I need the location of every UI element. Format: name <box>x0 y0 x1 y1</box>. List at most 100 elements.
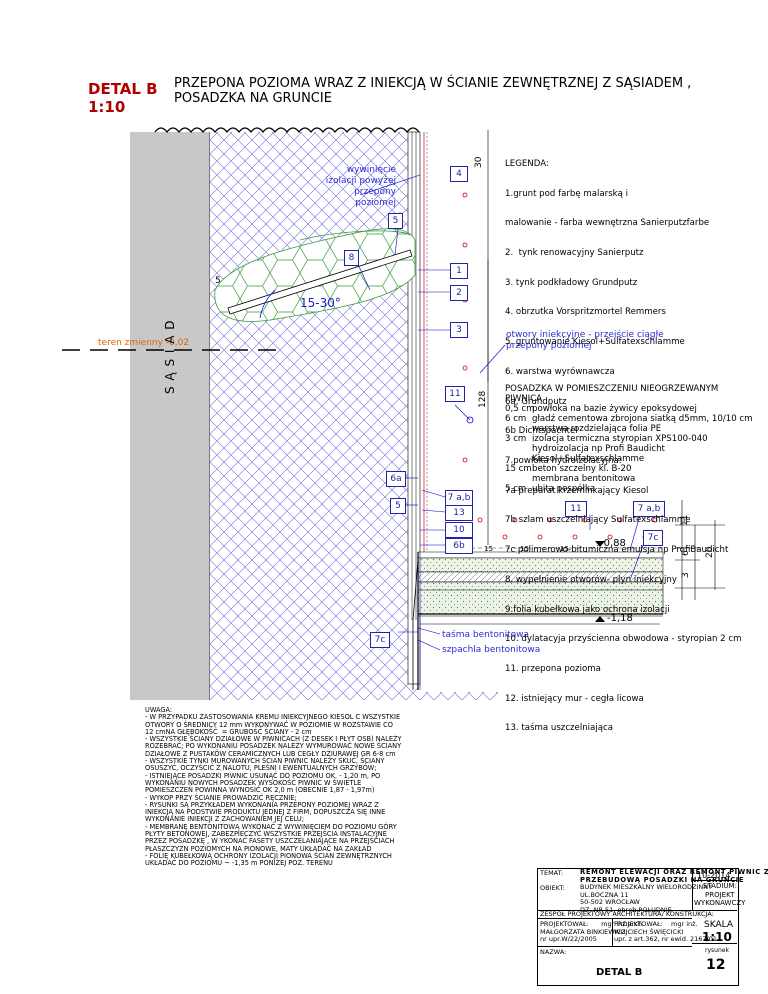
legend-item: 11. przepona pozioma <box>505 664 601 675</box>
legend-item: 7a preparat krzeminkający Kiesol <box>505 485 649 496</box>
soil-hatch <box>210 132 498 700</box>
legend-item: 3. tynk podkładowy Grundputz <box>505 277 638 288</box>
legend-item: 5. gruntowanie Kiesol+Sulfatexschlamme <box>505 337 685 348</box>
layer-thickness: 6 cm <box>505 414 527 424</box>
tb-divider <box>692 880 737 881</box>
callout-5b: 5 <box>215 276 221 286</box>
callout-8: 8 <box>344 250 359 266</box>
detail-label: DETAL B <box>88 80 158 98</box>
legend-item: 1.grunt pod farbę malarską i <box>505 188 629 199</box>
tb-divider <box>537 946 692 947</box>
legend-item: 7b szlam uszczelniający Sulfatexschlamme <box>505 515 691 526</box>
tb-stadium: PROJEKT WYKONAWCZY <box>694 891 746 907</box>
tb-date: 10-2014 <box>697 871 731 880</box>
callout-3: 3 <box>450 322 468 338</box>
floor-layer: warstwa rozdzielająca folia PE <box>505 424 661 434</box>
legend-item: 8. wypełnienie otworów- płyn iniekcyjny <box>505 574 677 585</box>
tb-cell <box>537 868 693 911</box>
tb-skala-label: SKALA <box>704 920 733 930</box>
tb-nazwa: DETAL B <box>596 967 643 978</box>
title-block <box>537 868 739 986</box>
legend-item: 4. obrzutka Vorspritzmortel Remmers <box>505 307 666 318</box>
injection-hole <box>227 249 413 315</box>
tb-nazwa-label: NAZWA: <box>540 948 567 956</box>
tb-zespol: ZESPÓŁ PROJEKTOWY ARCHITEKTURA/ KONSTRUK… <box>540 910 714 918</box>
dim-15: 15 <box>484 545 493 553</box>
dim-128: 128 <box>478 390 488 408</box>
legend-item: malowanie - farba wewnętrzna Sanierputzf… <box>505 218 710 229</box>
terrain-label: teren zmienny -0,02 <box>98 338 190 348</box>
legend-item: 7c polimerowo-bitumiczna emulsja np Prof… <box>505 545 729 556</box>
otwory-line: przepony poziomej <box>506 341 592 351</box>
wywiniecie-line: poziomej <box>355 198 396 208</box>
tb-divider <box>692 943 737 944</box>
layer-thickness: 5 cm <box>505 484 527 494</box>
tb-obiekt-label: OBIEKT: <box>540 884 565 892</box>
layer-text: warstwa rozdzielająca folia PE <box>532 424 662 434</box>
callout-13: 13 <box>445 505 473 521</box>
legend-item: 10. dylatacyja przyścienna obwodowa - st… <box>505 634 742 645</box>
floor-spec-title: POSADZKA W POMIESZCZENIU NIEOGRZEWANYM P… <box>505 384 719 404</box>
layer-text: powłoka na bazie żywicy epoksydowej <box>532 404 697 414</box>
wywiniecie-label: wywinięcie izolacji powyżej przepony poz… <box>320 165 396 209</box>
tb-skala: 1:10 <box>702 930 732 944</box>
ground-line <box>154 127 420 133</box>
floor-layer: 15 cmbeton szczelny kl. B-20 <box>505 464 631 474</box>
callout-7c2: 7c <box>370 632 390 648</box>
neighbour-wall <box>130 132 210 700</box>
level-088: -0,88 <box>600 538 626 549</box>
layer-text: hydroizolacja np Profi Baudicht <box>532 444 665 454</box>
layer-text: Kiesol+Sulfatexschlamme <box>532 454 645 464</box>
main-title: PRZEPONA POZIOMA WRAZ Z INIEKCJĄ W ŚCIAN… <box>174 76 691 106</box>
dim-30: 30 <box>474 156 484 168</box>
callout-11b: 11 <box>565 501 587 517</box>
legend: LEGENDA: 1.grunt pod farbę malarską i ma… <box>505 140 741 744</box>
wywiniecie-line: izolacji powyżej <box>325 176 396 186</box>
floor-layer: Kiesol+Sulfatexschlamme <box>505 454 644 464</box>
tb-divider <box>692 910 737 911</box>
detail-scale: 1:10 <box>88 98 126 116</box>
tb-divider <box>612 918 613 946</box>
legend-item: 6. warstwa wyrównawcza <box>505 366 615 377</box>
legend-item: 9.folia kubełkowa jako ochrona izolacji <box>505 604 670 615</box>
tb-temat: REMONT ELEWACJI ORAZ REMONT PIWNIC Z PRZ… <box>580 868 768 884</box>
layer-text: ubita pospółka <box>532 484 596 494</box>
main-title-line2: POSADZKA NA GRUNCIE <box>174 91 332 106</box>
callout-4: 4 <box>450 166 468 182</box>
callout-5: 5 <box>388 213 403 229</box>
floor-layer: 5 cm ubita pospółka <box>505 484 595 494</box>
layer-text: gładź cementowa zbrojona siatką d5mm, 10… <box>532 414 753 424</box>
layer-text: membrana bentonitowa <box>532 474 636 484</box>
tb-rysunek-label: rysunek <box>705 947 729 954</box>
callout-10: 10 <box>445 522 473 538</box>
layer-thickness: 0,5 cm <box>505 404 535 414</box>
callout-2: 2 <box>450 285 468 301</box>
floor-layer: 0,5 cmpowłoka na bazie żywicy epoksydowe… <box>505 404 697 414</box>
level-118: -1,18 <box>607 613 633 624</box>
detail-title: DETAL B 1:10 <box>88 80 158 116</box>
callout-11: 11 <box>445 386 465 402</box>
legend-item: 13. taśma uszczelniająca <box>505 723 613 734</box>
tb-proj2: PROJEKTOWAŁ: mgr inż. WOJCIECH ŚWIĘCICKI… <box>614 920 717 944</box>
szpachla-label: szpachla bentonitowa <box>442 645 541 655</box>
tb-divider <box>537 918 692 919</box>
tb-proj1: PROJEKTOWAŁ: mgr inż.arch. MAŁGORZATA BI… <box>540 920 645 944</box>
layer-thickness: 15 cm <box>505 464 532 474</box>
notes: UWAGA: - W PRZYPADKU ZASTOSOWANIA KREMU … <box>145 706 402 868</box>
wywiniecie-line: przepony <box>354 187 396 197</box>
dim-15: 15 <box>520 545 529 553</box>
angle-label: 15-30° <box>300 296 341 310</box>
layer-text: beton szczelny kl. B-20 <box>532 464 632 474</box>
tb-obiekt: BUDYNEK MIESZKALNY WIELORODZINNY UL.BOCZ… <box>580 883 713 914</box>
neighbour-label: S Ą S I A D <box>163 319 177 394</box>
tasma-label: taśma bentonitowa <box>442 630 529 640</box>
main-title-line1: PRZEPONA POZIOMA WRAZ Z INIEKCJĄ W ŚCIAN… <box>174 76 692 91</box>
tb-rysunek: 12 <box>706 957 726 973</box>
floor-layer: hydroizolacja np Profi Baudicht <box>505 444 665 454</box>
layer-thickness: 3 cm <box>505 434 527 444</box>
callout-1: 1 <box>450 263 468 279</box>
floor-layer: 6 cm gładź cementowa zbrojona siatką d5mm… <box>505 414 753 424</box>
callout-7ab2: 7 a,b <box>633 501 665 517</box>
callout-6a: 6a <box>386 471 406 487</box>
